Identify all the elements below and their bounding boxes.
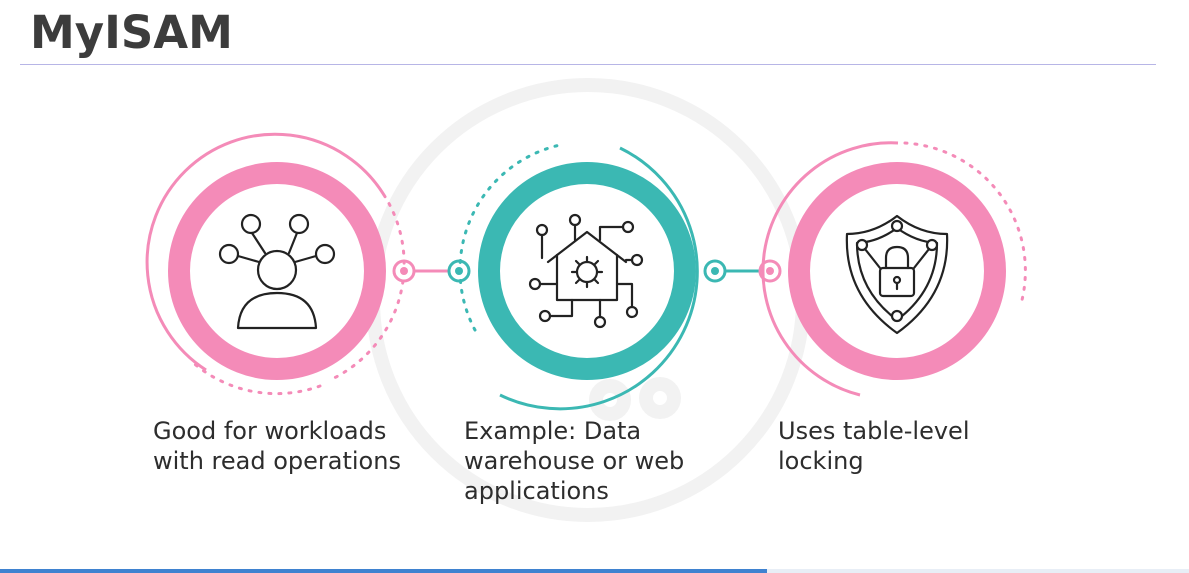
smart-home-circuit-icon: [528, 213, 644, 329]
title-divider: [20, 64, 1156, 65]
step-circle-2: [458, 143, 699, 411]
caption-table-locking: Uses table-level locking: [778, 417, 970, 475]
connector-right: [703, 259, 782, 283]
video-progress-fill: [0, 569, 767, 573]
caption-data-warehouse: Example: Data warehouse or web applicati…: [464, 417, 685, 505]
video-progress-bar[interactable]: [0, 569, 1189, 573]
shield-lock-icon: [845, 214, 949, 335]
step-circle-3: [761, 141, 1027, 397]
person-network-icon: [218, 213, 336, 330]
slide-title: MyISAM: [30, 6, 233, 59]
step-circle-1: [145, 132, 406, 396]
caption-read-workloads: Good for workloads with read operations: [153, 417, 401, 475]
